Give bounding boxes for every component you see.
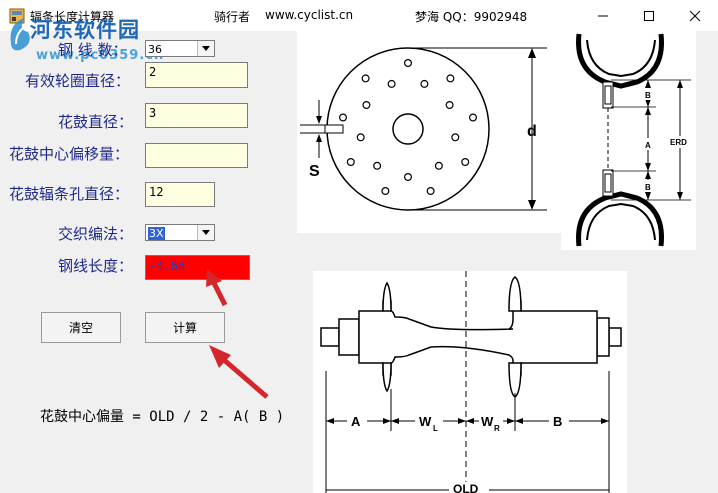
hub-diameter-label: 花鼓直径：	[58, 113, 134, 131]
flange-hole	[381, 187, 390, 196]
close-button[interactable]	[672, 0, 718, 31]
length-label: 钢线长度：	[58, 257, 134, 275]
flange-hole	[445, 100, 454, 109]
rim-a-label: A	[645, 141, 651, 150]
flange-hole	[387, 79, 396, 88]
lacing-label: 交织编法：	[58, 225, 134, 243]
arrow-to-result-icon	[206, 269, 228, 307]
window-title: 辐条长度计算器	[30, 10, 115, 24]
formula-text: 花鼓中心偏量 = OLD / 2 - A( B )	[40, 409, 285, 425]
website-text: www.cyclist.cn	[265, 8, 354, 22]
erd-label: 有效轮圈直径：	[25, 72, 131, 90]
hub-flange-diagram: d S	[297, 30, 562, 233]
flange-d-label: d	[527, 123, 537, 140]
rim-b-bottom-label: B	[645, 183, 651, 192]
rim-b-top-label: B	[645, 91, 651, 100]
watermark-title: 河东软件园	[30, 17, 140, 42]
title-bar: 辐条长度计算器 骑行者 www.cyclist.cn 梦海 QQ：9902948	[0, 0, 718, 31]
flange-hole	[373, 161, 382, 170]
hub-b-label: B	[553, 414, 562, 429]
minimize-icon	[598, 15, 608, 16]
spokes-select[interactable]: 36	[145, 40, 215, 57]
flange-hole	[451, 133, 460, 142]
clear-button[interactable]: 清空	[41, 312, 121, 343]
hub-offset-input[interactable]	[145, 143, 248, 168]
hub-offset-label: 花鼓中心偏移量：	[9, 145, 130, 163]
spokes-label: 钢 线 数：	[58, 41, 128, 59]
app-icon	[9, 8, 25, 24]
flange-hole	[420, 79, 429, 88]
hub-hole-label: 花鼓辐条孔直径：	[9, 185, 130, 203]
rim-erd-label: ERD	[670, 138, 687, 147]
close-icon	[689, 10, 701, 21]
chevron-down-icon	[197, 41, 214, 56]
flange-hole	[426, 187, 435, 196]
flange-s-label: S	[309, 163, 320, 180]
hub-wr-subscript: R	[494, 424, 500, 433]
watermark-url: www.pc0359.cn	[36, 48, 165, 63]
erd-input[interactable]: 2	[145, 62, 248, 88]
hub-wr-label: W	[481, 414, 494, 429]
lacing-select[interactable]: 3X	[145, 224, 215, 241]
minimize-button[interactable]	[580, 0, 626, 31]
flange-hole	[346, 158, 355, 167]
hub-hole-input[interactable]: 12	[145, 182, 215, 207]
flange-hole	[356, 133, 365, 142]
flange-hole	[362, 100, 371, 109]
hub-a-label: A	[351, 414, 361, 429]
watermark-logo-icon	[10, 18, 30, 51]
maximize-button[interactable]	[626, 0, 672, 31]
length-result: -4.68	[145, 255, 250, 280]
author-text: 骑行者	[214, 10, 251, 24]
chevron-down-icon	[197, 225, 214, 240]
flange-hole	[361, 74, 370, 83]
flange-hole	[403, 59, 412, 68]
flange-hole	[403, 173, 412, 182]
contact-text: 梦海 QQ：9902948	[415, 10, 528, 24]
hub-old-label: OLD	[453, 482, 479, 493]
hub-wl-subscript: L	[433, 424, 438, 433]
flange-hole	[338, 113, 347, 122]
arrow-to-calculate-icon	[209, 345, 269, 399]
calculate-button[interactable]: 计算	[145, 312, 225, 343]
flange-hole	[461, 158, 470, 167]
flange-hole	[469, 113, 478, 122]
rim-section-diagram: B A B ERD	[561, 30, 696, 250]
hub-wl-label: W	[419, 414, 432, 429]
maximize-icon	[644, 10, 654, 21]
flange-hole	[446, 74, 455, 83]
annotation-arrows	[206, 269, 269, 399]
flange-hole	[434, 161, 443, 170]
hub-diameter-input[interactable]: 3	[145, 103, 248, 128]
hub-side-diagram: A W L W R B OLD	[313, 271, 627, 493]
